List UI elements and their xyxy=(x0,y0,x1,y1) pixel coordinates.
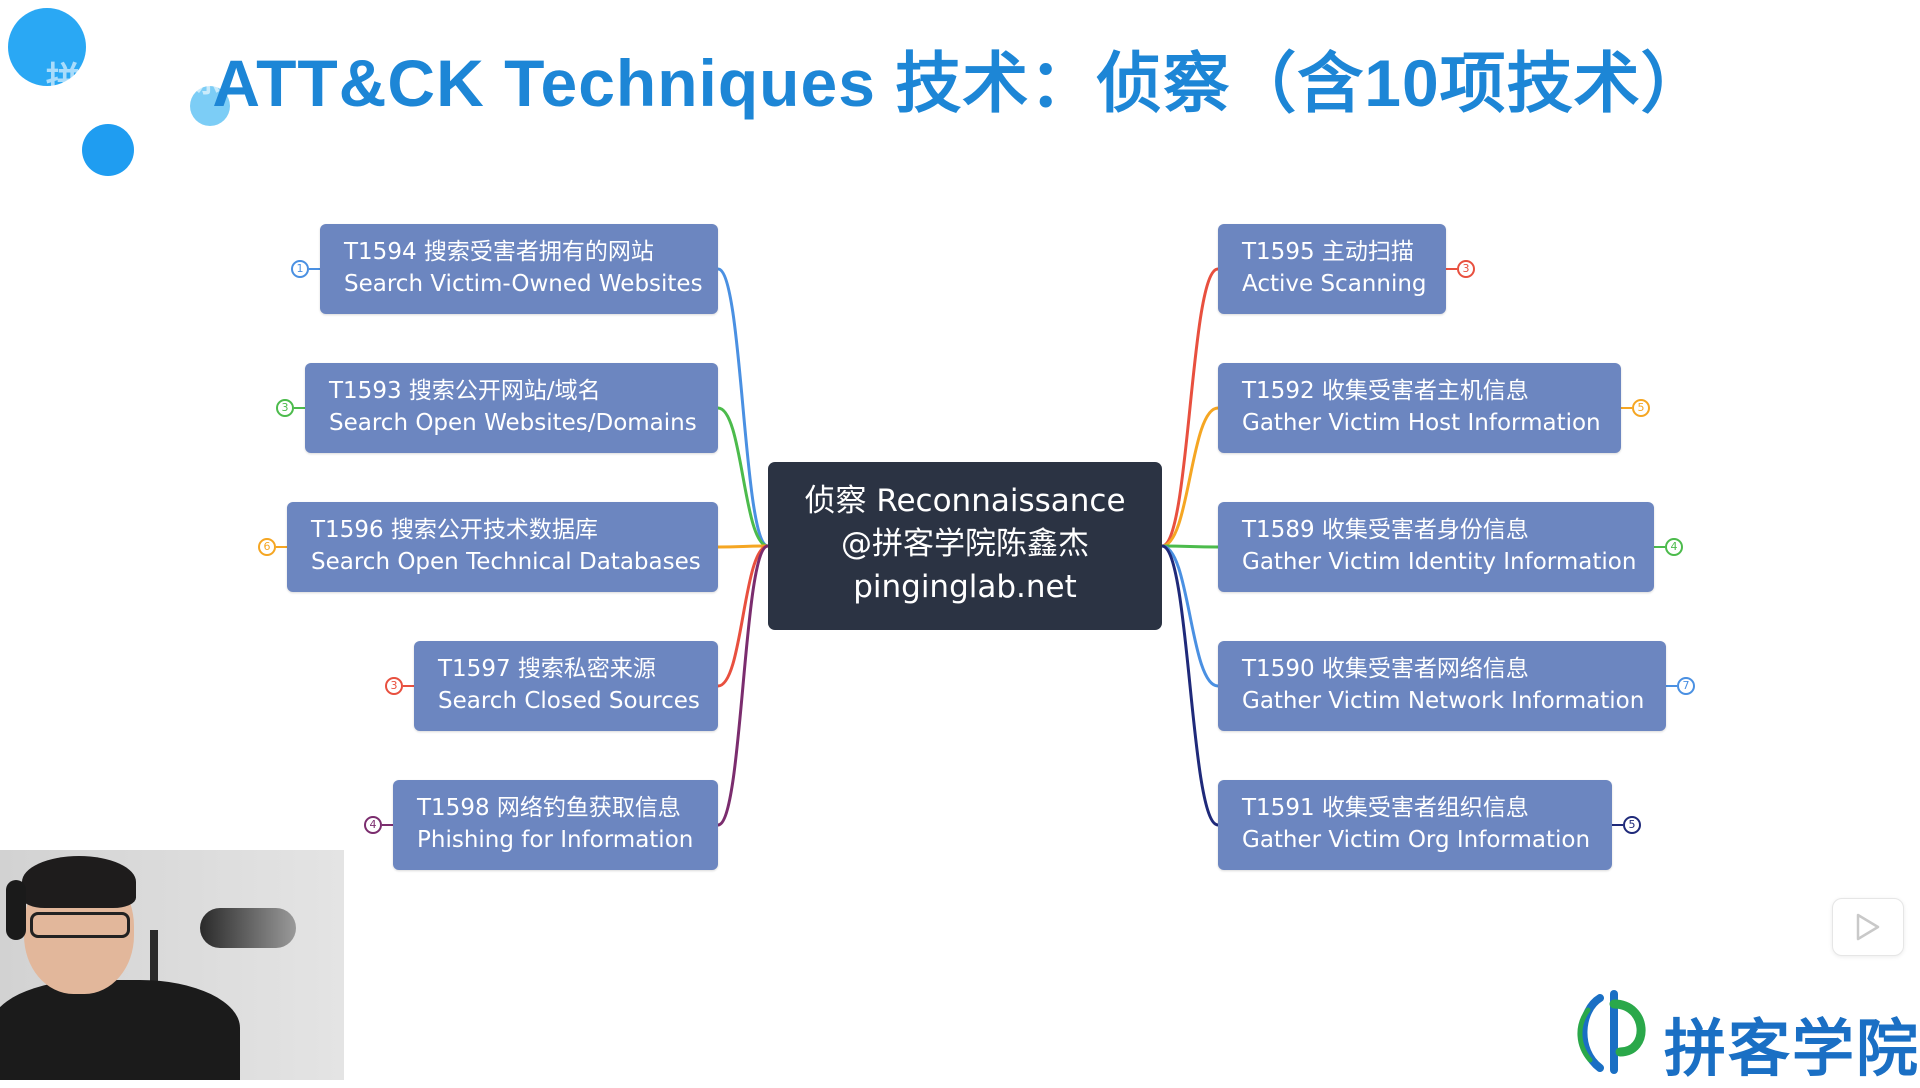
branch-connector-right xyxy=(1161,544,1219,688)
subtopic-count-badge[interactable]: 3 xyxy=(1457,260,1475,278)
branch-connector-left xyxy=(717,544,769,827)
technique-en-label: Search Open Technical Databases xyxy=(311,549,701,575)
pingke-logo-icon xyxy=(1577,990,1646,1074)
subtopic-count-badge[interactable]: 6 xyxy=(258,538,276,556)
technique-en-label: Search Open Websites/Domains xyxy=(329,410,697,436)
brand-name: 拼客学院 xyxy=(1664,1012,1920,1085)
slide-title: ATT&CK Techniques 技术：侦察（含10项技术） xyxy=(212,46,1708,120)
presenter-hair xyxy=(22,856,136,908)
technique-en-label: Gather Victim Org Information xyxy=(1242,827,1591,853)
technique-cn-label: T1596 搜索公开技术数据库 xyxy=(311,517,598,543)
decorative-circle xyxy=(82,124,134,176)
technique-en-label: Search Closed Sources xyxy=(438,688,700,714)
subtopic-count-badge[interactable]: 7 xyxy=(1677,677,1695,695)
branch-connector-right xyxy=(1161,267,1219,548)
branch-connector-right xyxy=(1161,544,1219,549)
branch-connector-left xyxy=(717,544,769,549)
branch-connector-left xyxy=(717,406,769,548)
technique-cn-label: T1593 搜索公开网站/域名 xyxy=(329,378,601,404)
technique-cn-label: T1590 收集受害者网络信息 xyxy=(1242,656,1529,682)
technique-cn-label: T1594 搜索受害者拥有的网站 xyxy=(344,239,654,265)
subtopic-count-badge[interactable]: 4 xyxy=(364,816,382,834)
technique-node-t1589[interactable]: T1589 收集受害者身份信息 Gather Victim Identity I… xyxy=(1218,502,1654,592)
technique-cn-label: T1597 搜索私密来源 xyxy=(438,656,656,682)
central-topic-title: 侦察 Reconnaissance xyxy=(804,483,1126,519)
technique-node-t1597[interactable]: T1597 搜索私密来源 Search Closed Sources xyxy=(414,641,718,731)
watermark: 拼客学院陈鑫杰 xyxy=(46,60,291,100)
technique-en-label: Search Victim-Owned Websites xyxy=(344,271,703,297)
technique-cn-label: T1591 收集受害者组织信息 xyxy=(1242,795,1529,821)
central-topic-author: @拼客学院陈鑫杰 xyxy=(841,526,1089,562)
technique-cn-label: T1592 收集受害者主机信息 xyxy=(1242,378,1529,404)
central-topic-site: pinginglab.net xyxy=(853,569,1077,605)
technique-node-t1590[interactable]: T1590 收集受害者网络信息 Gather Victim Network In… xyxy=(1218,641,1666,731)
decorative-circle xyxy=(190,86,230,126)
technique-en-label: Active Scanning xyxy=(1242,271,1427,297)
technique-node-t1593[interactable]: T1593 搜索公开网站/域名 Search Open Websites/Dom… xyxy=(305,363,718,453)
play-icon xyxy=(1856,913,1880,941)
subtopic-count-badge[interactable]: 5 xyxy=(1623,816,1641,834)
technique-node-t1598[interactable]: T1598 网络钓鱼获取信息 Phishing for Information xyxy=(393,780,718,870)
technique-node-t1591[interactable]: T1591 收集受害者组织信息 Gather Victim Org Inform… xyxy=(1218,780,1612,870)
branch-connector-right xyxy=(1161,544,1219,827)
decorative-circle xyxy=(8,8,86,86)
technique-en-label: Gather Victim Host Information xyxy=(1242,410,1601,436)
technique-en-label: Phishing for Information xyxy=(417,827,694,853)
headphones xyxy=(6,880,26,940)
technique-node-t1592[interactable]: T1592 收集受害者主机信息 Gather Victim Host Infor… xyxy=(1218,363,1621,453)
central-topic-node[interactable]: 侦察 Reconnaissance @拼客学院陈鑫杰 pinginglab.ne… xyxy=(768,462,1162,630)
technique-cn-label: T1589 收集受害者身份信息 xyxy=(1242,517,1529,543)
technique-node-t1595[interactable]: T1595 主动扫描 Active Scanning xyxy=(1218,224,1446,314)
subtopic-count-badge[interactable]: 5 xyxy=(1632,399,1650,417)
branch-connector-right xyxy=(1161,406,1219,548)
subtopic-count-badge[interactable]: 1 xyxy=(291,260,309,278)
technique-en-label: Gather Victim Identity Information xyxy=(1242,549,1637,575)
presenter-glasses xyxy=(30,912,130,938)
presenter-body xyxy=(0,980,240,1080)
presenter-webcam-video xyxy=(0,850,344,1080)
branch-connector-left xyxy=(717,544,769,688)
subtopic-count-badge[interactable]: 3 xyxy=(276,399,294,417)
technique-cn-label: T1595 主动扫描 xyxy=(1242,239,1414,265)
technique-cn-label: T1598 网络钓鱼获取信息 xyxy=(417,795,681,821)
branch-connector-left xyxy=(717,267,769,548)
subtopic-count-badge[interactable]: 3 xyxy=(385,677,403,695)
technique-node-t1596[interactable]: T1596 搜索公开技术数据库 Search Open Technical Da… xyxy=(287,502,718,592)
technique-en-label: Gather Victim Network Information xyxy=(1242,688,1645,714)
play-button[interactable] xyxy=(1832,898,1904,956)
subtopic-count-badge[interactable]: 4 xyxy=(1665,538,1683,556)
microphone xyxy=(200,908,296,948)
technique-node-t1594[interactable]: T1594 搜索受害者拥有的网站 Search Victim-Owned Web… xyxy=(320,224,718,314)
